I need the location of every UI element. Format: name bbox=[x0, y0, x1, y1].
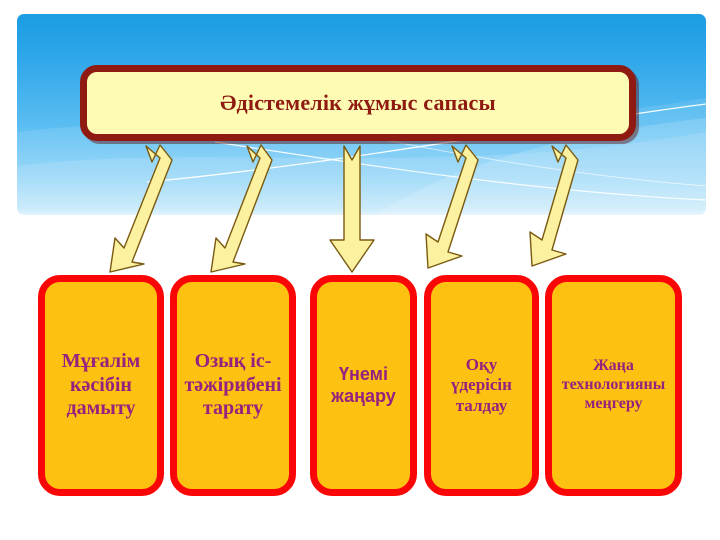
page-title: Әдістемелік жұмыс сапасы bbox=[220, 90, 496, 115]
card-new-technology-mastery[interactable]: Жаңа технологияны меңгеру bbox=[545, 275, 682, 496]
card-continuous-renewal[interactable]: Үнемі жаңару bbox=[310, 275, 417, 496]
card-learning-process-analysis[interactable]: Оқу үдерісін талдау bbox=[424, 275, 539, 496]
title-banner[interactable]: Әдістемелік жұмыс сапасы bbox=[80, 65, 636, 141]
card-best-practice-sharing[interactable]: Озық іс-тәжірибені тарату bbox=[170, 275, 296, 496]
card-5-label: Жаңа технологияны меңгеру bbox=[561, 357, 666, 412]
card-teacher-development[interactable]: Мұғалім кәсібін дамыту bbox=[38, 275, 164, 496]
card-1-label: Мұғалім кәсібін дамыту bbox=[61, 350, 141, 420]
card-2-label: Озық іс-тәжірибені тарату bbox=[184, 350, 282, 420]
card-3-label: Үнемі жаңару bbox=[331, 364, 396, 406]
card-4-label: Оқу үдерісін талдау bbox=[451, 355, 512, 415]
